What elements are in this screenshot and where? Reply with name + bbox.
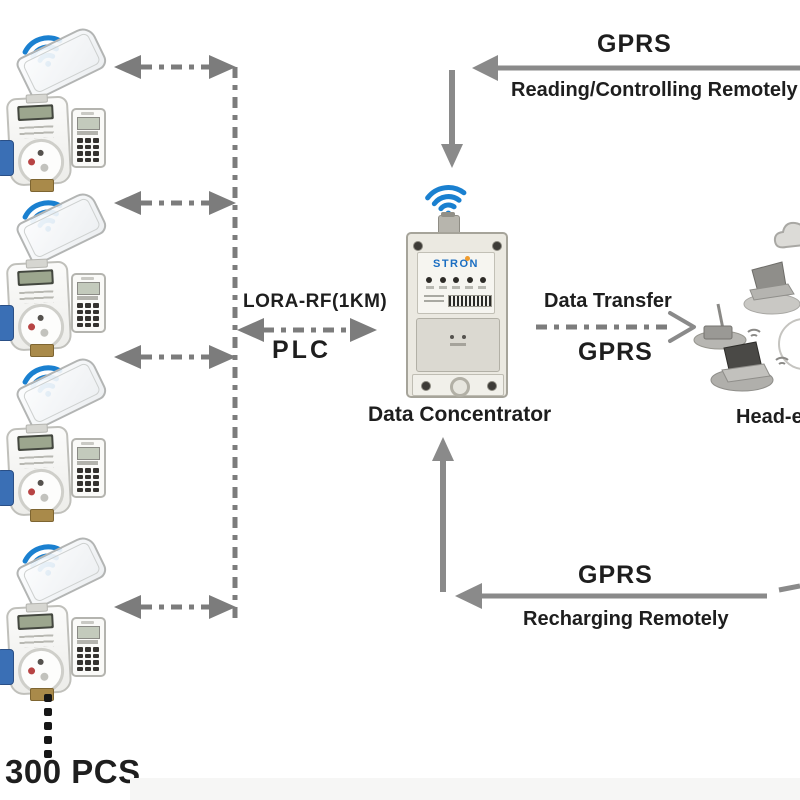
recharging-label: Recharging Remotely <box>523 608 729 630</box>
network-circle <box>778 318 800 370</box>
data-concentrator-label: Data Concentrator <box>368 403 552 426</box>
keypad-top-bar <box>81 277 94 280</box>
concentrator-front-panel: STRON <box>417 252 495 314</box>
screw <box>421 381 431 391</box>
meter-lcd <box>17 613 54 631</box>
meter-row-arrow-1 <box>114 55 236 79</box>
keypad-top-bar <box>81 442 94 445</box>
led-labels <box>426 286 486 289</box>
meter-label-lines <box>19 125 54 139</box>
cloud-icon <box>773 221 800 249</box>
bottom-band <box>130 778 800 800</box>
data-transfer-arrow <box>536 311 696 343</box>
seal-ring <box>450 377 470 397</box>
stron-logo: STRON <box>433 258 479 270</box>
gprs-top-arrow <box>472 55 800 81</box>
gprs-mid-label: GPRS <box>578 338 653 366</box>
lora-rf-label: LORA-RF(1KM) <box>243 291 388 312</box>
data-transfer-label: Data Transfer <box>544 290 672 312</box>
meter-body <box>5 93 73 187</box>
meter-count-label: 300 PCS <box>5 753 141 790</box>
up-arrow-to-concentrator <box>432 437 454 592</box>
meter-lcd <box>17 434 54 452</box>
meter-inlet-pipe <box>0 649 14 685</box>
water-meter-unit <box>0 532 125 727</box>
keypad-remote <box>71 438 106 498</box>
terminal-cover <box>416 318 500 372</box>
wireless-waves-icon <box>775 356 789 365</box>
keypad-label <box>77 640 98 644</box>
lid-hinge <box>25 423 48 434</box>
meter-label-lines <box>19 290 54 304</box>
keypad-label <box>77 296 98 300</box>
keypad-label <box>77 461 98 465</box>
barcode <box>448 295 492 307</box>
meter-body <box>5 602 73 696</box>
stron-logo-dot <box>465 256 470 261</box>
water-meter-unit <box>0 353 125 548</box>
meter-row-arrow-2 <box>114 191 236 215</box>
keypad-buttons <box>77 468 99 492</box>
data-concentrator-device: STRON <box>406 212 508 398</box>
meter-lcd <box>17 269 54 287</box>
pipe-fitting <box>30 509 54 522</box>
screw <box>413 241 423 251</box>
lid-hinge <box>25 258 48 269</box>
keypad-buttons <box>77 303 99 327</box>
cover-label <box>450 343 466 346</box>
keypad-buttons <box>77 647 99 671</box>
water-meter-unit <box>0 188 125 383</box>
panel-text-lines <box>424 295 444 305</box>
meter-inlet-pipe <box>0 470 14 506</box>
screw <box>487 381 497 391</box>
laptop-base <box>749 283 795 301</box>
down-arrow-to-concentrator <box>441 70 463 168</box>
concentrator-base <box>412 374 504 397</box>
screw <box>492 241 502 251</box>
laptop-base <box>721 363 771 383</box>
more-meters-ellipsis <box>44 694 52 758</box>
keypad-remote <box>71 617 106 677</box>
water-meter-unit <box>0 23 125 218</box>
keypad-top-bar <box>81 621 94 624</box>
reading-controlling-label: Reading/Controlling Remotely <box>511 79 798 101</box>
head-end-label: Head-end <box>736 406 800 428</box>
meter-body <box>5 258 73 352</box>
keypad-top-bar <box>81 112 94 115</box>
meter-body <box>5 423 73 517</box>
keypad-remote <box>71 273 106 333</box>
meter-inlet-pipe <box>0 140 14 176</box>
keypad-lcd <box>77 282 100 295</box>
cover-dots <box>450 335 466 339</box>
gprs-top-label: GPRS <box>597 30 672 58</box>
wireless-waves-icon <box>747 328 761 337</box>
concentrator-wifi-icon <box>418 174 473 221</box>
keypad-remote <box>71 108 106 168</box>
led-indicators <box>426 277 486 283</box>
lid-hinge <box>25 602 48 613</box>
modem-device <box>703 325 733 340</box>
keypad-lcd <box>77 117 100 130</box>
keypad-lcd <box>77 447 100 460</box>
plc-label: PLC <box>272 336 331 364</box>
head-end-cluster <box>693 261 800 392</box>
meter-label-lines <box>19 634 54 648</box>
pipe-fitting <box>30 344 54 357</box>
meter-row-arrow-4 <box>114 595 236 619</box>
meter-lcd <box>17 104 54 122</box>
meter-label-lines <box>19 455 54 469</box>
keypad-buttons <box>77 138 99 162</box>
meter-inlet-pipe <box>0 305 14 341</box>
keypad-label <box>77 131 98 135</box>
lid-hinge <box>25 93 48 104</box>
keypad-lcd <box>77 626 100 639</box>
gprs-bottom-label: GPRS <box>578 561 653 589</box>
meter-row-arrow-3 <box>114 345 236 369</box>
pipe-fitting <box>30 179 54 192</box>
